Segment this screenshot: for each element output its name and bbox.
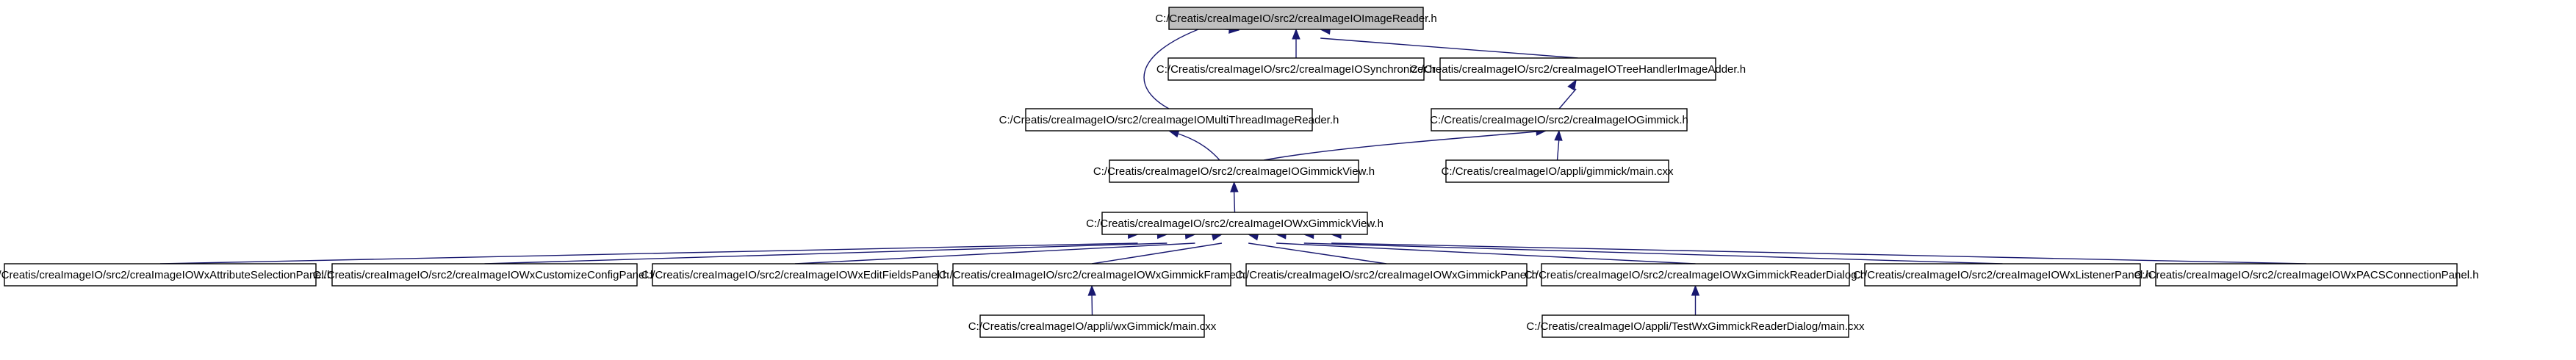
node-box [1168, 7, 1424, 30]
graph-node[interactable]: C:/Creatis/creaImageIO/src2/creaImageIOW… [641, 263, 949, 287]
edge-arrowhead [1691, 284, 1700, 296]
edge-n16-to-n11 [1087, 284, 1096, 316]
node-label: C:/Creatis/creaImageIO/src2/creaImageIOG… [1430, 114, 1688, 126]
graph-node[interactable]: C:/Creatis/creaImageIO/appli/wxGimmick/m… [968, 314, 1217, 338]
graph-node[interactable]: C:/Creatis/creaImageIO/src2/creaImageIOM… [999, 108, 1339, 132]
node-label: C:/Creatis/creaImageIO/src2/creaImageIOM… [999, 114, 1339, 126]
edge-n9-to-n7 [484, 230, 1168, 264]
edge-arrowhead [1554, 129, 1563, 141]
graph-node[interactable]: C:/Creatis/creaImageIO/src2/creaImageIOW… [1525, 263, 1866, 287]
edge-arrowhead [1567, 79, 1577, 91]
edge-n5-to-n3 [1168, 129, 1220, 161]
node-label: C:/Creatis/creaImageIO/src2/creaImageIOW… [1525, 269, 1866, 281]
node-label: C:/Creatis/creaImageIO/src2/creaImageIOW… [641, 269, 949, 281]
graph-node[interactable]: C:/Creatis/creaImageIO/appli/TestWxGimmi… [1526, 314, 1865, 338]
node-label: C:/Creatis/creaImageIO/src2/creaImageIOW… [0, 269, 334, 281]
graph-node[interactable]: C:/Creatis/creaImageIO/src2/creaImageIOW… [0, 263, 334, 287]
graph-node[interactable]: C:/Creatis/creaImageIO/src2/creaImageIOW… [1235, 263, 1538, 287]
node-label: C:/Creatis/creaImageIO/src2/creaImageIOT… [1410, 63, 1746, 76]
node-box [1109, 159, 1359, 183]
node-label: C:/Creatis/creaImageIO/src2/creaImageIOW… [1235, 269, 1538, 281]
node-box [1245, 263, 1528, 287]
graph-node[interactable]: C:/Creatis/creaImageIO/src2/creaImageIOS… [1156, 57, 1436, 81]
edge-arrowhead [1292, 28, 1300, 40]
graph-node[interactable]: C:/Creatis/creaImageIO/appli/gimmick/mai… [1442, 159, 1674, 183]
edge-n10-to-n7 [794, 231, 1196, 264]
node-box [652, 263, 938, 287]
node-box [1168, 57, 1425, 81]
node-label: C:/Creatis/creaImageIO/src2/creaImageIOW… [939, 269, 1245, 281]
edge-n7-to-n5 [1230, 181, 1239, 213]
graph-node[interactable]: C:/Creatis/creaImageIO/src2/creaImageIOG… [1430, 108, 1688, 132]
node-label: C:/Creatis/creaImageIO/src2/creaImageIOS… [1156, 63, 1436, 76]
node-label: C:/Creatis/creaImageIO/appli/gimmick/mai… [1442, 165, 1674, 178]
node-box [952, 263, 1231, 287]
edge-n4-to-n2 [1558, 79, 1577, 109]
edge-n11-to-n7 [1091, 232, 1223, 264]
node-box [1864, 263, 2141, 287]
edge-n5-to-n4 [1263, 127, 1547, 161]
graph-root-node: C:/Creatis/creaImageIO/src2/creaImageIOI… [1155, 7, 1437, 30]
node-box [979, 314, 1205, 338]
graph-node[interactable]: C:/Creatis/creaImageIO/src2/creaImageIOW… [2134, 263, 2479, 287]
node-label: C:/Creatis/creaImageIO/src2/creaImageIOI… [1155, 12, 1437, 25]
edge-n6-to-n4 [1554, 129, 1563, 161]
node-label: C:/Creatis/creaImageIO/src2/creaImageIOW… [1853, 269, 2152, 281]
node-layer: C:/Creatis/creaImageIO/src2/creaImageIOI… [0, 7, 2479, 338]
node-label: C:/Creatis/creaImageIO/src2/creaImageIOW… [1086, 217, 1384, 230]
edge-n2-to-n0 [1319, 26, 1578, 59]
edge-arrowhead [1087, 284, 1096, 296]
node-label: C:/Creatis/creaImageIO/appli/wxGimmick/m… [968, 320, 1217, 333]
node-label: C:/Creatis/creaImageIO/src2/creaImageIOG… [1093, 165, 1375, 178]
node-box [1541, 314, 1849, 338]
node-label: C:/Creatis/creaImageIO/src2/creaImageIOW… [313, 269, 657, 281]
edge-n17-to-n13 [1691, 284, 1700, 315]
node-box [1541, 263, 1850, 287]
node-box [1101, 212, 1368, 235]
node-box [331, 263, 638, 287]
graph-node[interactable]: C:/Creatis/creaImageIO/src2/creaImageIOW… [939, 263, 1245, 287]
node-box [1445, 159, 1669, 183]
edge-layer [159, 25, 2307, 316]
graph-node[interactable]: C:/Creatis/creaImageIO/src2/creaImageIOG… [1093, 159, 1375, 183]
node-box [1439, 57, 1716, 81]
edge-n12-to-n7 [1247, 232, 1387, 264]
edge-arrowhead [1230, 181, 1239, 192]
node-box [4, 263, 317, 287]
node-label: C:/Creatis/creaImageIO/src2/creaImageIOW… [2134, 269, 2478, 281]
edge-n1-to-n0 [1292, 28, 1300, 58]
graph-node[interactable]: C:/Creatis/creaImageIO/src2/creaImageIOT… [1410, 57, 1746, 81]
graph-node[interactable]: C:/Creatis/creaImageIO/src2/creaImageIOW… [1853, 263, 2152, 287]
graph-node[interactable]: C:/Creatis/creaImageIO/src2/creaImageIOW… [1086, 212, 1384, 235]
node-label: C:/Creatis/creaImageIO/appli/TestWxGimmi… [1526, 320, 1865, 333]
node-box [1025, 108, 1313, 132]
node-box [2155, 263, 2458, 287]
edge-n14-to-n7 [1303, 230, 2003, 264]
graph-node[interactable]: C:/Creatis/creaImageIO/src2/creaImageIOW… [313, 263, 657, 287]
node-box [1431, 108, 1688, 132]
